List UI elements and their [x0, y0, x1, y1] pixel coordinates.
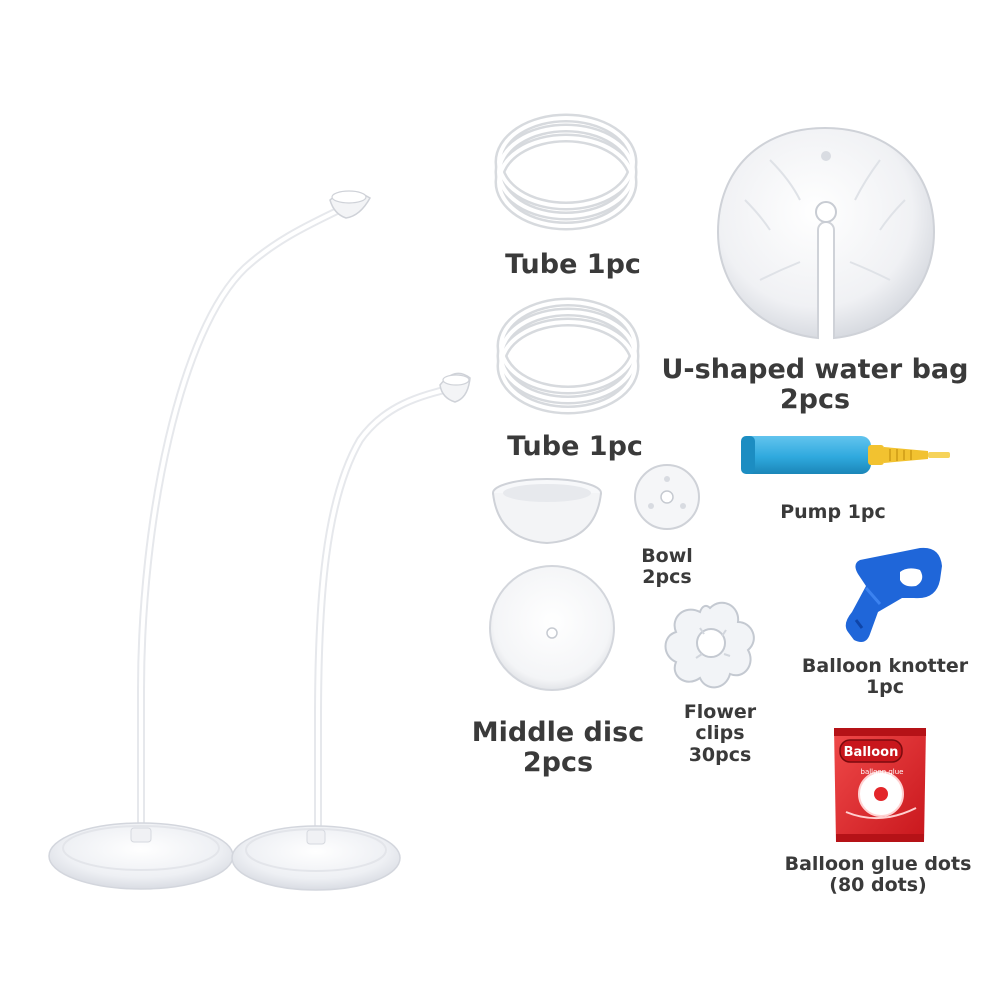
packet-brand-text: Balloon — [844, 745, 899, 760]
label-bowl: Bowl 2pcs — [641, 545, 693, 589]
balloon-knotter — [845, 547, 942, 642]
glue-dots-packet: Balloon balloon glue — [834, 728, 926, 842]
bowl-cap — [634, 464, 700, 530]
short-balloon-stand — [231, 372, 471, 891]
hand-pump — [741, 436, 950, 474]
label-middle-disc: Middle disc 2pcs — [471, 717, 645, 779]
label-pump: Pump 1pc — [780, 501, 886, 523]
label-glue-dots: Balloon glue dots (80 dots) — [784, 853, 972, 897]
label-water-bag: U-shaped water bag 2pcs — [661, 354, 969, 416]
tube-coil-2 — [496, 297, 640, 415]
tall-balloon-stand — [48, 190, 371, 890]
middle-disc — [489, 565, 615, 691]
bowl — [492, 478, 602, 545]
label-tube-1: Tube 1pc — [505, 249, 641, 280]
flower-clip — [664, 601, 755, 689]
packet-sub-text: balloon glue — [861, 768, 904, 776]
label-balloon-knotter: Balloon knotter 1pc — [801, 655, 969, 699]
label-flower-clips: Flower clips 30pcs — [683, 701, 757, 766]
u-shaped-water-bag — [716, 126, 936, 340]
label-tube-2: Tube 1pc — [507, 431, 643, 462]
tube-coil-1 — [494, 113, 638, 231]
